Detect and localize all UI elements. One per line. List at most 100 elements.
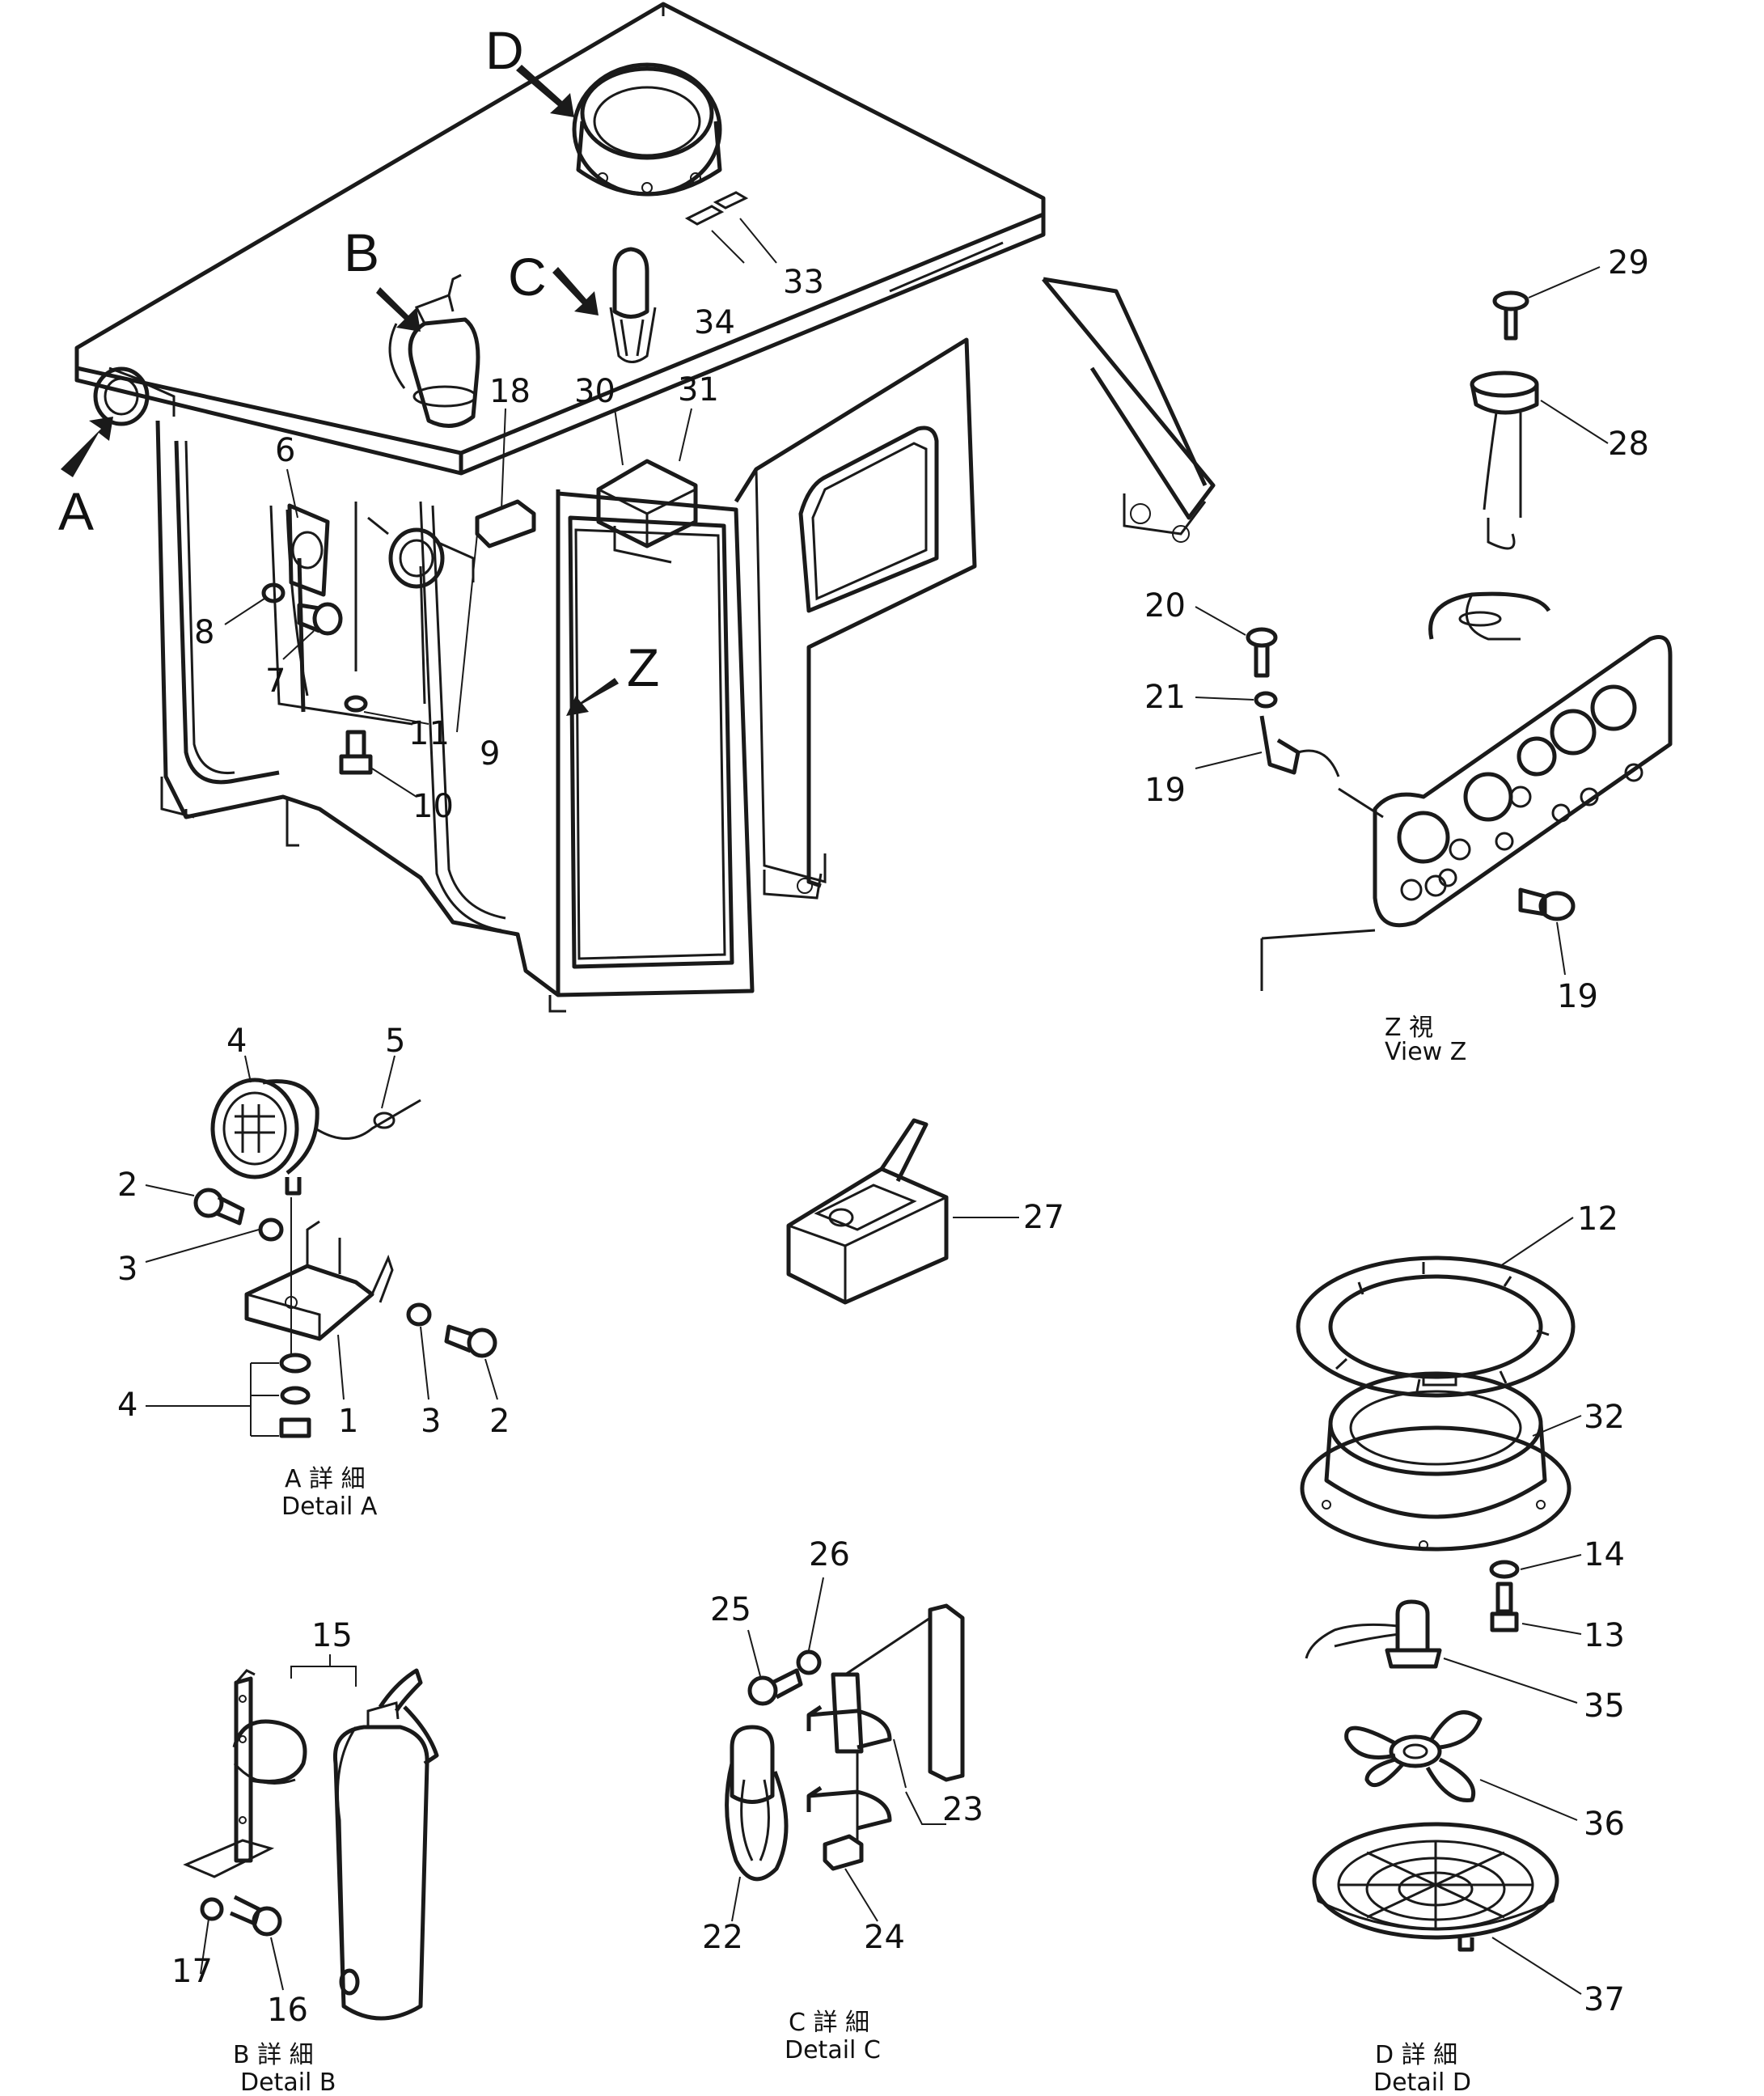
dome-lamp-18	[475, 499, 536, 548]
view-letter-a: A	[58, 481, 94, 541]
caption-detail-d-jp: D 詳 細	[1375, 2041, 1457, 2069]
bolt-7	[297, 602, 343, 636]
label-19-upper: 19	[1144, 772, 1186, 809]
label-3-left: 3	[117, 1251, 137, 1288]
washer-26	[796, 1649, 822, 1675]
bolt-2-left	[193, 1188, 245, 1226]
label-17: 17	[171, 1953, 213, 1990]
caption-detail-b-jp: B 詳 細	[233, 2041, 314, 2069]
fan-blade-36	[1344, 1710, 1483, 1802]
caption-detail-b-en: Detail B	[240, 2068, 336, 2096]
detail-b	[183, 1654, 439, 2021]
label-11: 11	[408, 715, 450, 752]
bracket-15	[183, 1669, 307, 1878]
caption-detail-a-en: Detail A	[281, 1493, 378, 1521]
caption-detail-c-en: Detail C	[785, 2036, 881, 2064]
washer-14	[1489, 1560, 1520, 1579]
flashlight-22	[725, 1725, 789, 1882]
label-27: 27	[1023, 1199, 1064, 1236]
arrow-z	[566, 678, 619, 716]
bolt-2-right	[444, 1324, 497, 1358]
view-z-panel	[1195, 266, 1673, 991]
washer-17	[200, 1897, 224, 1921]
view-letter-c: C	[508, 247, 547, 307]
fan-housing-32	[1300, 1371, 1572, 1552]
view-letter-b: B	[344, 222, 379, 282]
caption-view-z-en: View Z	[1385, 1038, 1466, 1066]
front-work-lamp-left	[93, 366, 176, 426]
label-2-left: 2	[117, 1167, 137, 1204]
label-19-lower: 19	[1557, 978, 1598, 1015]
label-35: 35	[1584, 1687, 1625, 1725]
switch-19-upper	[1259, 715, 1340, 777]
roof-fan-d	[572, 62, 749, 226]
caption-detail-c-jp: C 詳 細	[789, 2009, 869, 2037]
label-21: 21	[1144, 679, 1186, 716]
switch-19-lower	[1518, 887, 1576, 921]
bolt-16	[230, 1895, 282, 1937]
screw-29	[1492, 290, 1529, 341]
caption-detail-a-jp: A 詳 細	[285, 1465, 366, 1493]
flashlight-on-roof	[609, 247, 657, 363]
component-30-31	[596, 459, 698, 564]
label-10: 10	[412, 788, 454, 825]
label-16: 16	[267, 1992, 308, 2029]
label-23: 23	[942, 1791, 984, 1828]
clip-24	[823, 1834, 864, 1871]
arrow-d	[516, 65, 574, 117]
arrow-a	[61, 417, 113, 477]
cab-assembly	[61, 2, 1216, 1013]
detail-a	[145, 1055, 498, 1438]
label-7: 7	[265, 663, 286, 700]
bolt-10	[339, 730, 373, 775]
arrow-b	[376, 287, 421, 332]
label-8: 8	[194, 614, 214, 651]
label-37: 37	[1584, 1981, 1625, 2018]
label-15: 15	[311, 1617, 353, 1654]
fan-motor-35	[1305, 1599, 1442, 1669]
label-30: 30	[574, 373, 615, 410]
view-letter-d: D	[485, 20, 524, 80]
label-3-right: 3	[421, 1403, 441, 1440]
work-lamp-4	[210, 1078, 421, 1196]
label-14: 14	[1584, 1536, 1625, 1573]
label-18: 18	[489, 373, 531, 410]
label-6: 6	[275, 432, 295, 469]
label-4-lamp: 4	[226, 1023, 247, 1060]
view-letter-z: Z	[627, 637, 659, 697]
bolt-20	[1246, 627, 1278, 678]
bolt-13	[1490, 1582, 1519, 1632]
arrow-c	[552, 267, 599, 315]
tool-box-27	[786, 1118, 1019, 1305]
label-13: 13	[1584, 1617, 1625, 1654]
washer-8	[261, 582, 286, 603]
nut-4c	[279, 1417, 311, 1438]
bracket-23	[806, 1603, 965, 1840]
label-29: 29	[1608, 244, 1649, 282]
label-20: 20	[1144, 587, 1186, 625]
label-1: 1	[338, 1403, 358, 1440]
washer-3-left	[258, 1217, 284, 1242]
washer-4b	[280, 1386, 311, 1405]
switch-28	[1470, 371, 1539, 550]
label-34: 34	[694, 304, 735, 341]
washer-4a	[279, 1353, 311, 1374]
front-work-lamp-right	[367, 516, 475, 589]
washer-3-right	[406, 1302, 432, 1327]
part-6-component	[287, 503, 330, 597]
label-31: 31	[678, 371, 719, 409]
washer-21	[1254, 691, 1278, 709]
detail-d	[1296, 1217, 1582, 1995]
washer-11	[344, 695, 368, 713]
label-33: 33	[783, 264, 824, 301]
label-2-right: 2	[489, 1403, 510, 1440]
label-32: 32	[1584, 1399, 1625, 1436]
screw-25	[747, 1668, 803, 1706]
gasket-12	[1296, 1255, 1576, 1398]
label-36: 36	[1584, 1806, 1625, 1843]
label-9: 9	[480, 735, 500, 773]
detail-c	[725, 1577, 965, 1922]
label-22: 22	[702, 1919, 743, 1956]
label-24: 24	[864, 1919, 905, 1956]
